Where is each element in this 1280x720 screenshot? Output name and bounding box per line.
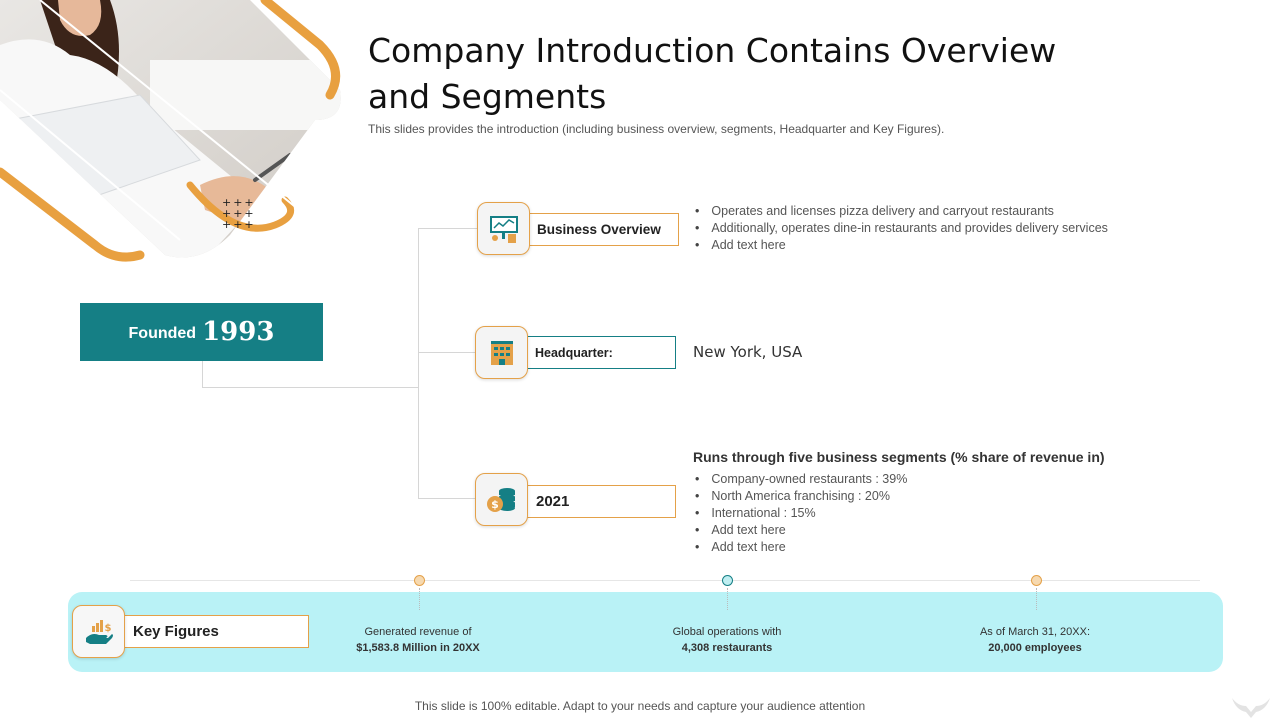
list-item: Add text here bbox=[691, 539, 907, 556]
key-figure-employees: As of March 31, 20XX: 20,000 employees bbox=[935, 624, 1135, 656]
plus-pattern-decoration: +++++++++ bbox=[222, 196, 256, 231]
founded-year: 1993 bbox=[202, 317, 275, 347]
hand-money-icon: $ bbox=[85, 619, 113, 644]
list-item: Additionally, operates dine-in restauran… bbox=[691, 220, 1108, 237]
key-figure-line2: $1,583.8 Million in 20XX bbox=[356, 642, 480, 654]
key-figures-label: Key Figures bbox=[133, 623, 219, 640]
segments-icon-box: $ bbox=[475, 473, 528, 526]
connector-branch-segments bbox=[418, 498, 476, 499]
key-figure-line1: As of March 31, 20XX: bbox=[979, 626, 1091, 638]
connector-trunk bbox=[418, 228, 419, 499]
key-figure-revenue: Generated revenue of $1,583.8 Million in… bbox=[318, 624, 518, 656]
watermark-logo-icon bbox=[1232, 698, 1270, 718]
key-figures-icon-box: $ bbox=[72, 605, 125, 658]
connector-vertical-left bbox=[202, 361, 203, 388]
list-item: Operates and licenses pizza delivery and… bbox=[691, 203, 1108, 220]
timeline-dot bbox=[1031, 575, 1042, 586]
key-figure-line1: Generated revenue of bbox=[364, 626, 472, 638]
segments-list: Company-owned restaurants : 39% North Am… bbox=[691, 471, 907, 556]
photo-collage bbox=[0, 0, 345, 265]
timeline-drop bbox=[727, 588, 728, 610]
segments-year-label-box: 2021 bbox=[526, 485, 676, 518]
building-icon bbox=[490, 340, 513, 365]
business-overview-label-box: Business Overview bbox=[527, 213, 679, 246]
svg-text:$: $ bbox=[491, 498, 499, 511]
list-item: Add text here bbox=[691, 237, 1108, 254]
connector-horizontal-main bbox=[202, 387, 419, 388]
key-figure-line1: Global operations with bbox=[672, 626, 782, 638]
key-figure-operations: Global operations with 4,308 restaurants bbox=[627, 624, 827, 656]
key-figures-label-box: Key Figures bbox=[123, 615, 309, 648]
connector-branch-hq bbox=[418, 352, 476, 353]
business-overview-icon-box bbox=[477, 202, 530, 255]
list-item: Company-owned restaurants : 39% bbox=[691, 471, 907, 488]
timeline-dot bbox=[722, 575, 733, 586]
founded-block: Founded 1993 bbox=[80, 303, 323, 361]
page-subtitle: This slides provides the introduction (i… bbox=[368, 122, 945, 136]
page-title: Company Introduction Contains Overview a… bbox=[368, 31, 1057, 116]
footer-note: This slide is 100% editable. Adapt to yo… bbox=[414, 699, 866, 713]
segments-heading: Runs through five business segments (% s… bbox=[693, 449, 1105, 465]
list-item: International : 15% bbox=[691, 505, 907, 522]
business-overview-list: Operates and licenses pizza delivery and… bbox=[691, 203, 1108, 254]
founded-label: Founded bbox=[128, 325, 197, 342]
list-item: North America franchising : 20% bbox=[691, 488, 907, 505]
key-figure-line2: 4,308 restaurants bbox=[681, 642, 773, 654]
segments-year-label: 2021 bbox=[536, 493, 570, 510]
headquarter-icon-box bbox=[475, 326, 528, 379]
timeline-line bbox=[130, 580, 1200, 581]
office-woman-image bbox=[0, 0, 341, 262]
headquarter-label-box: Headquarter: bbox=[525, 336, 676, 369]
headquarter-value: New York, USA bbox=[693, 343, 803, 361]
timeline-dot bbox=[414, 575, 425, 586]
business-overview-label: Business Overview bbox=[537, 222, 661, 237]
svg-text:$: $ bbox=[104, 623, 111, 634]
timeline-drop bbox=[419, 588, 420, 610]
connector-branch-overview bbox=[418, 228, 478, 229]
coin-stack-icon: $ bbox=[486, 487, 515, 512]
timeline-drop bbox=[1036, 588, 1037, 610]
key-figure-line2: 20,000 employees bbox=[988, 642, 1082, 654]
presentation-board-icon bbox=[489, 215, 518, 243]
list-item: Add text here bbox=[691, 522, 907, 539]
headquarter-label: Headquarter: bbox=[535, 345, 613, 360]
